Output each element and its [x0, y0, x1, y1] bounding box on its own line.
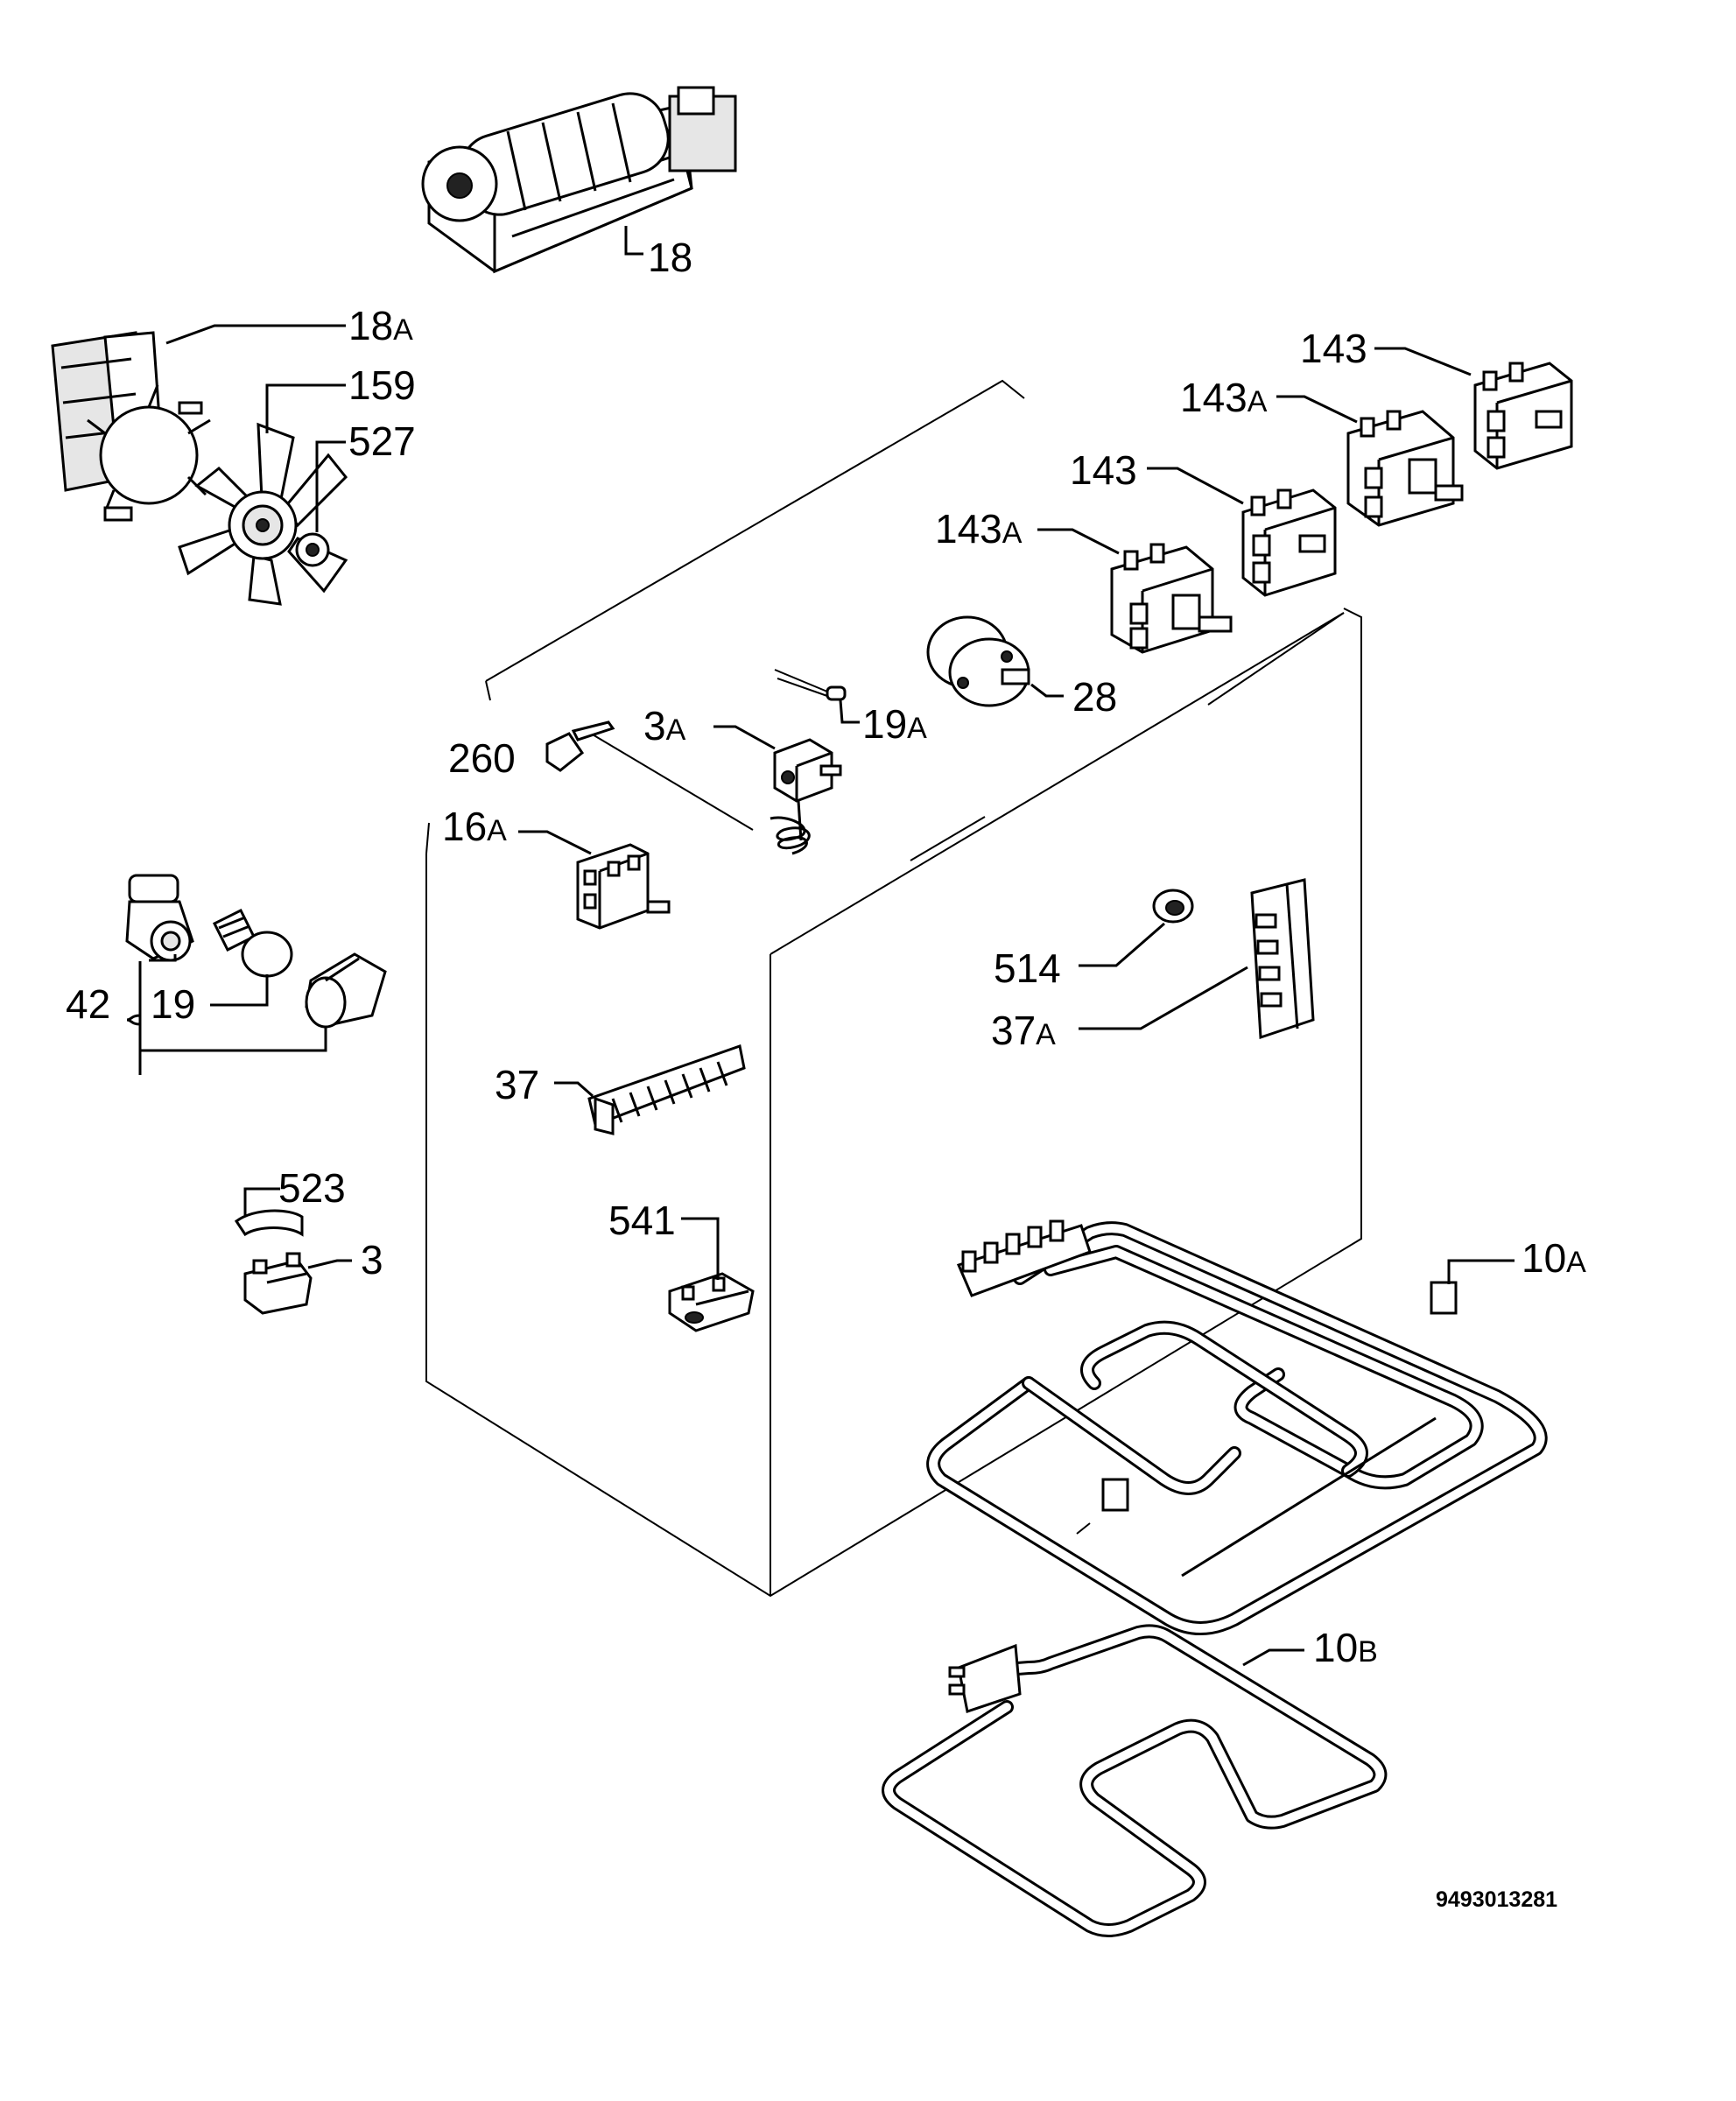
callout-16a: 16A	[442, 804, 507, 849]
callout-260: 260	[448, 735, 516, 781]
terminal-strip-37	[587, 1044, 746, 1135]
tangential-fan-part	[421, 86, 737, 274]
callout-143-top: 143	[1300, 326, 1367, 371]
bottom-heating-element-10b	[882, 1624, 1388, 1937]
callout-18: 18	[648, 235, 692, 280]
callout-159: 159	[348, 362, 416, 408]
callout-10a: 10A	[1522, 1235, 1586, 1281]
terminal-block-37a	[1250, 878, 1315, 1040]
callout-42: 42	[66, 981, 110, 1027]
callout-10b: 10B	[1313, 1625, 1378, 1670]
door-switch-541	[668, 1272, 755, 1332]
drawing-number: 9493013281	[1436, 1887, 1557, 1912]
regulator-part-28	[926, 615, 1030, 707]
oven-lamp-cover	[305, 952, 387, 1029]
oven-cabinet-outline	[425, 379, 1362, 1598]
fan-motor-part	[51, 331, 211, 522]
selector-switch-143a-low	[1110, 543, 1233, 654]
sensor-probe-260	[545, 720, 615, 772]
callout-514: 514	[994, 945, 1061, 991]
clip-part-523	[234, 1209, 304, 1237]
selector-switch-143-mid	[1241, 488, 1337, 597]
fan-blade-part	[178, 422, 348, 606]
selector-switch-143a-top	[1346, 410, 1464, 527]
callout-37a: 37A	[991, 1008, 1056, 1053]
callout-3a: 3A	[643, 703, 686, 748]
callout-527: 527	[348, 418, 416, 464]
safety-thermostat-3	[243, 1252, 313, 1315]
callout-523: 523	[278, 1165, 346, 1211]
selector-switch-16a	[576, 843, 671, 930]
callout-labels: 18 18A 159 527 143 143A 143 143A 28 19A …	[66, 235, 1586, 1670]
callout-28: 28	[1072, 674, 1117, 720]
indicator-lamp-19a	[774, 669, 847, 701]
callout-19a: 19A	[862, 701, 927, 747]
thermostat-part-3a	[581, 727, 842, 855]
callout-18a: 18A	[348, 303, 413, 348]
oven-lamp-bulb	[212, 908, 293, 978]
callout-37: 37	[495, 1062, 539, 1107]
grill-heating-element-10a	[926, 1219, 1548, 1635]
callout-3: 3	[361, 1237, 383, 1282]
callout-143a-low: 143A	[935, 506, 1023, 552]
callout-143a-top: 143A	[1180, 375, 1268, 420]
callout-19: 19	[151, 981, 195, 1027]
callout-143-mid: 143	[1070, 447, 1137, 493]
grommet-part-514	[1152, 889, 1194, 924]
oven-lamp-socket	[125, 874, 194, 962]
selector-switch-143-top	[1473, 362, 1573, 470]
callout-541: 541	[608, 1198, 676, 1243]
